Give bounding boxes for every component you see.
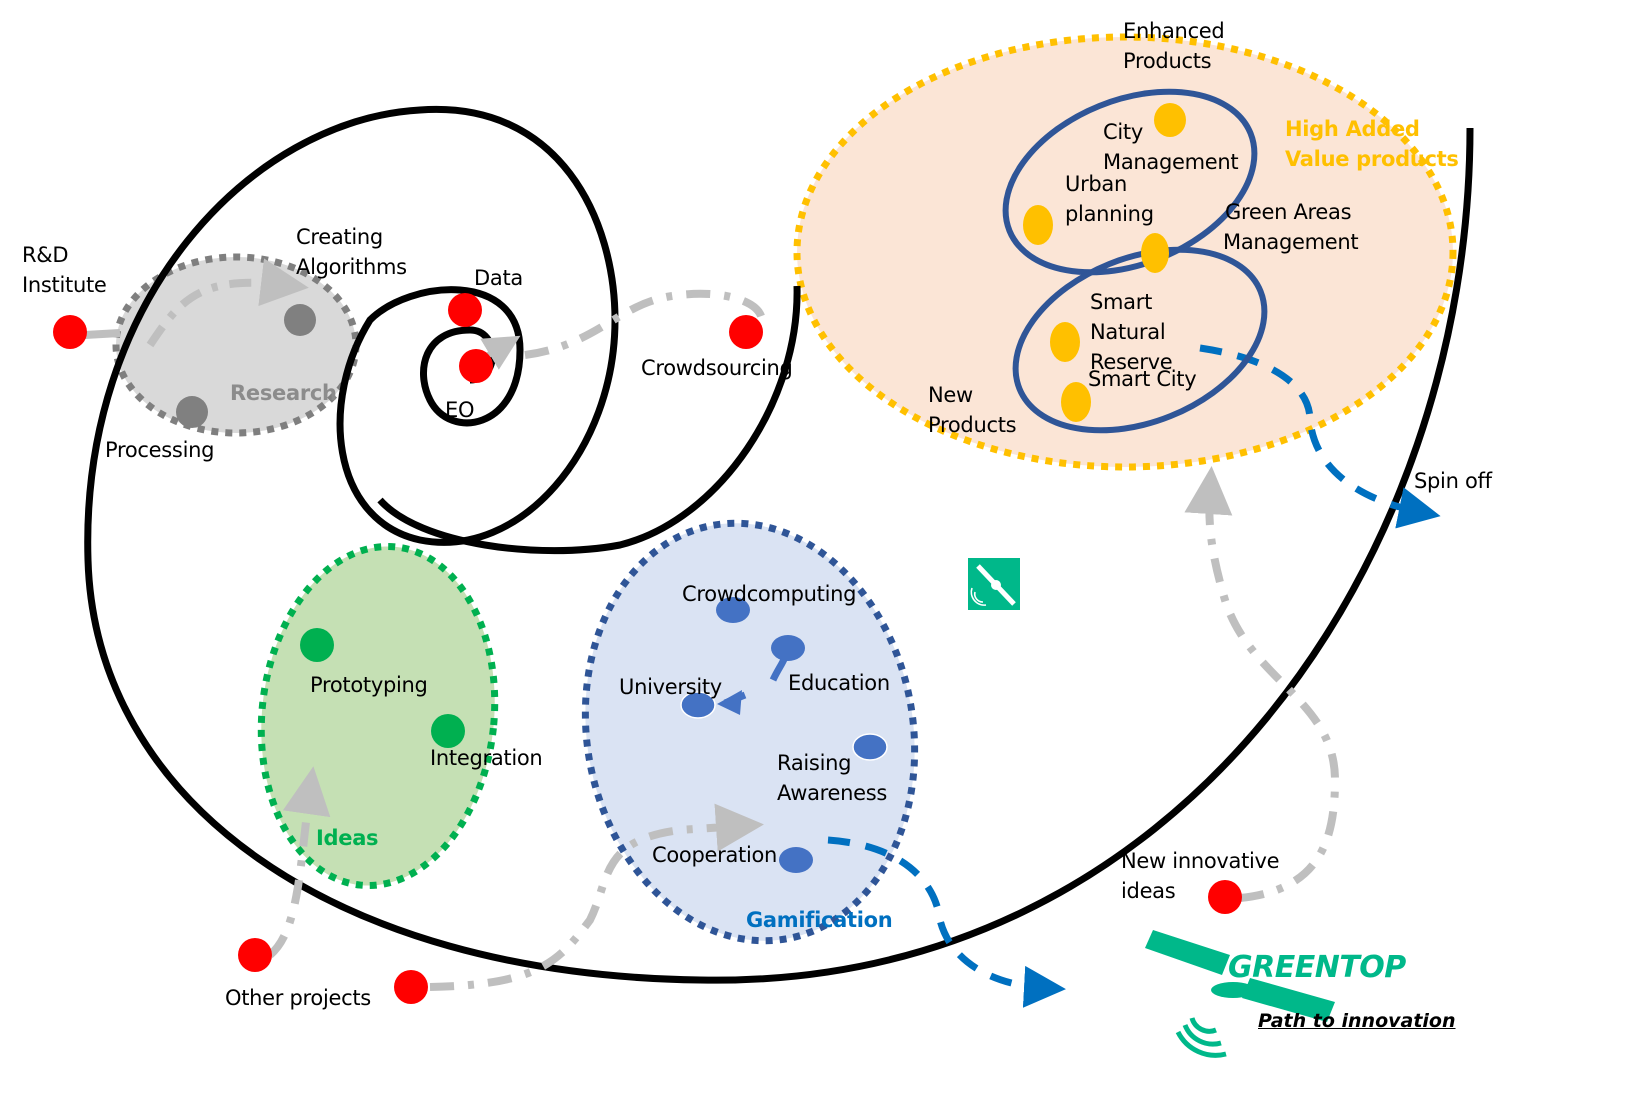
label-city-line1: City (1103, 120, 1143, 144)
label-gamification: Gamification (746, 908, 893, 932)
label-smart-nat-line1: Smart (1090, 290, 1153, 314)
label-urban-line1: Urban (1065, 172, 1128, 196)
node-prototyping[interactable] (300, 628, 334, 662)
label-hav-line2: Value products (1285, 147, 1459, 171)
node-smart-natural-reserve[interactable] (1050, 322, 1080, 362)
innovation-spiral (84, 105, 1474, 984)
label-university: University (619, 675, 722, 699)
label-new-products-line1: New (928, 383, 973, 407)
high-added-value-group (793, 33, 1457, 471)
satellite-icon (968, 558, 1020, 610)
gamification-group (581, 519, 919, 945)
label-raising-line2: Awareness (777, 781, 888, 805)
label-integration: Integration (430, 746, 543, 770)
flow-to-spinoff (1199, 344, 1441, 529)
education-university-arrowhead (717, 690, 742, 715)
flow-rd-to-research (84, 329, 121, 339)
node-new-innovative-ideas[interactable] (1208, 880, 1242, 914)
flow-other-to-gamification (429, 803, 764, 991)
node-city-management[interactable] (1154, 103, 1186, 137)
label-new-products-line2: Products (928, 413, 1017, 437)
greentop-logo-icon (1145, 930, 1335, 1058)
label-processing: Processing (105, 438, 215, 462)
label-education: Education (788, 671, 890, 695)
brand-name: GREENTOP (1228, 950, 1406, 985)
node-eo[interactable] (459, 349, 493, 383)
node-creating-algorithms[interactable] (284, 304, 316, 336)
label-new-ideas-line2: ideas (1121, 879, 1176, 903)
node-education[interactable] (771, 635, 805, 661)
label-other-projects: Other projects (225, 986, 371, 1010)
label-crowdsourcing: Crowdsourcing (641, 356, 793, 380)
label-creating-line2: Algorithms (296, 255, 407, 279)
label-smart-city: Smart City (1088, 367, 1197, 391)
label-smart-nat-line2: Natural (1090, 320, 1166, 344)
lower-loop (1012, 246, 1268, 434)
node-crowdcomputing[interactable] (716, 597, 750, 623)
flow-eo-to-crowdsourcing (524, 289, 766, 359)
label-crowdcomputing: Crowdcomputing (682, 582, 857, 606)
node-cooperation[interactable] (779, 847, 813, 873)
flow-newideas-to-products (1184, 466, 1340, 902)
label-rd-line2: Institute (22, 273, 107, 297)
spiral-right-arm (377, 285, 801, 555)
node-integration[interactable] (431, 714, 465, 748)
flow-other-to-ideas (267, 766, 331, 959)
label-rd-line1: R&D (22, 243, 69, 267)
label-raising-line1: Raising (777, 751, 852, 775)
label-city-line2: Management (1103, 150, 1239, 174)
node-raising-awareness[interactable] (852, 733, 888, 761)
node-university[interactable] (680, 691, 716, 719)
label-eo: EO (445, 398, 475, 422)
node-other-projects-2[interactable] (394, 970, 428, 1004)
node-urban-planning[interactable] (1023, 205, 1053, 245)
node-other-projects-1[interactable] (238, 938, 272, 972)
label-spin-off: Spin off (1414, 469, 1492, 493)
tagline: Path to innovation (1258, 1010, 1456, 1032)
label-cooperation: Cooperation (652, 843, 778, 867)
flow-research-internal (146, 258, 309, 348)
label-green-line1: Green Areas (1225, 200, 1352, 224)
label-data: Data (474, 266, 523, 290)
node-smart-city[interactable] (1061, 382, 1091, 422)
node-green-areas[interactable] (1141, 233, 1169, 273)
node-processing[interactable] (176, 396, 208, 428)
label-smart-nat-line3: Reserve (1090, 350, 1173, 374)
label-creating-line1: Creating (296, 225, 383, 249)
label-enhanced-line2: Products (1123, 49, 1212, 73)
label-green-line2: Management (1223, 230, 1359, 254)
label-hav-line1: High Added (1285, 117, 1420, 141)
label-ideas: Ideas (316, 826, 379, 850)
label-research: Research (230, 381, 337, 405)
label-urban-line2: planning (1065, 202, 1154, 226)
label-new-ideas-line1: New innovative (1121, 849, 1280, 873)
label-prototyping: Prototyping (310, 673, 428, 697)
node-crowdsourcing[interactable] (729, 315, 763, 349)
node-data[interactable] (448, 293, 482, 327)
node-rd-institute[interactable] (53, 315, 87, 349)
label-enhanced-line1: Enhanced (1123, 19, 1225, 43)
flow-gamification-out (827, 836, 1066, 1008)
